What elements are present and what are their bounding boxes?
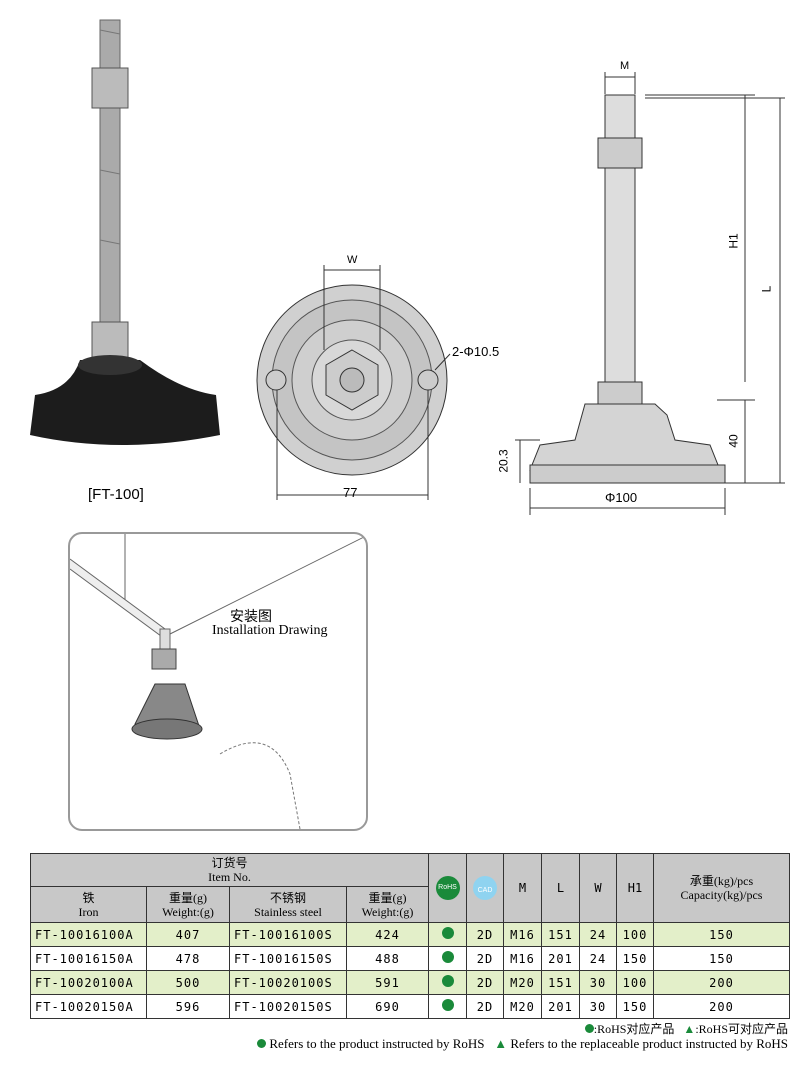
- cell-w: 30: [579, 970, 617, 995]
- cell-iron: FT-10020150A: [30, 994, 147, 1019]
- dim-h1: H1: [726, 233, 741, 249]
- product-label: [FT-100]: [88, 486, 144, 503]
- cell-m: M16: [503, 946, 542, 971]
- cell-l: 201: [541, 946, 580, 971]
- rohs-cell: [428, 970, 467, 995]
- cell-sw: 591: [346, 970, 429, 995]
- cad-header: CAD: [466, 853, 504, 923]
- rohs-cell: [428, 922, 467, 947]
- cell-cad: 2D: [466, 994, 504, 1019]
- col-l: L: [541, 853, 580, 923]
- cell-cad: 2D: [466, 970, 504, 995]
- cell-cad: 2D: [466, 946, 504, 971]
- cell-cap: 150: [653, 946, 790, 971]
- cell-h1: 150: [616, 946, 654, 971]
- dim-20-3: 20.3: [496, 449, 511, 473]
- rohs-circle-icon: [441, 927, 454, 939]
- product-photo: [30, 19, 220, 445]
- dim-w: W: [347, 254, 358, 266]
- top-view-drawing: [256, 265, 451, 500]
- cell-h1: 100: [616, 922, 654, 947]
- cell-m: M20: [503, 970, 542, 995]
- cell-iw: 407: [146, 922, 230, 947]
- cad-icon: CAD: [473, 876, 497, 900]
- iron-weight-header: 重量(g)Weight:(g): [146, 886, 230, 923]
- cell-m: M16: [503, 922, 542, 947]
- cell-iron: FT-10016150A: [30, 946, 147, 971]
- rohs-circle-icon: [441, 999, 454, 1011]
- cell-l: 151: [541, 970, 580, 995]
- dim-holes: 2-Φ10.5: [452, 344, 500, 359]
- rohs-circle-icon: [257, 1039, 267, 1048]
- legend-en: Refers to the product instructed by RoHS…: [257, 1036, 788, 1052]
- cell-iron: FT-10020100A: [30, 970, 147, 995]
- rohs-circle-icon: [441, 951, 454, 963]
- cell-w: 30: [579, 994, 617, 1019]
- cell-cad: 2D: [466, 922, 504, 947]
- installation-title-cn: 安装图: [230, 608, 272, 624]
- cell-sw: 488: [346, 946, 429, 971]
- installation-drawing: 安装图 Installation Drawing: [68, 532, 368, 831]
- rohs-cell: [428, 994, 467, 1019]
- cell-h1: 100: [616, 970, 654, 995]
- cell-ss: FT-10016150S: [229, 946, 347, 971]
- rohs-header: RoHS: [428, 853, 467, 923]
- ss-weight-header: 重量(g)Weight:(g): [346, 886, 429, 923]
- cell-cap: 200: [653, 994, 790, 1019]
- rohs-triangle-icon: ▲: [683, 1022, 696, 1036]
- dim-m: M: [620, 60, 630, 72]
- cell-m: M20: [503, 994, 542, 1019]
- cell-iw: 500: [146, 970, 230, 995]
- cell-iw: 596: [146, 994, 230, 1019]
- rohs-triangle-icon: ▲: [494, 1036, 508, 1051]
- cell-sw: 690: [346, 994, 429, 1019]
- dim-l: L: [759, 285, 774, 293]
- rohs-cell: [428, 946, 467, 971]
- cell-ss: FT-10020100S: [229, 970, 347, 995]
- cell-l: 201: [541, 994, 580, 1019]
- cell-iron: FT-10016100A: [30, 922, 147, 947]
- rohs-circle-icon: [584, 1024, 594, 1033]
- legend-cn: :RoHS对应产品 ▲:RoHS可对应产品: [584, 1020, 788, 1037]
- dim-40: 40: [726, 434, 741, 448]
- cell-iw: 478: [146, 946, 230, 971]
- dim-dia: Φ100: [605, 490, 638, 505]
- side-view-drawing: [515, 72, 785, 515]
- col-w: W: [579, 853, 617, 923]
- cell-cap: 150: [653, 922, 790, 947]
- cell-cap: 200: [653, 970, 790, 995]
- cell-sw: 424: [346, 922, 429, 947]
- installation-title-en: Installation Drawing: [212, 623, 328, 638]
- rohs-circle-icon: [441, 975, 454, 987]
- cell-l: 151: [541, 922, 580, 947]
- dim-77: 77: [343, 485, 358, 500]
- cell-ss: FT-10016100S: [229, 922, 347, 947]
- rohs-icon: RoHS: [435, 876, 460, 900]
- col-h1: H1: [616, 853, 654, 923]
- col-m: M: [503, 853, 542, 923]
- cell-h1: 150: [616, 994, 654, 1019]
- cell-ss: FT-10020150S: [229, 994, 347, 1019]
- cell-w: 24: [579, 922, 617, 947]
- cell-w: 24: [579, 946, 617, 971]
